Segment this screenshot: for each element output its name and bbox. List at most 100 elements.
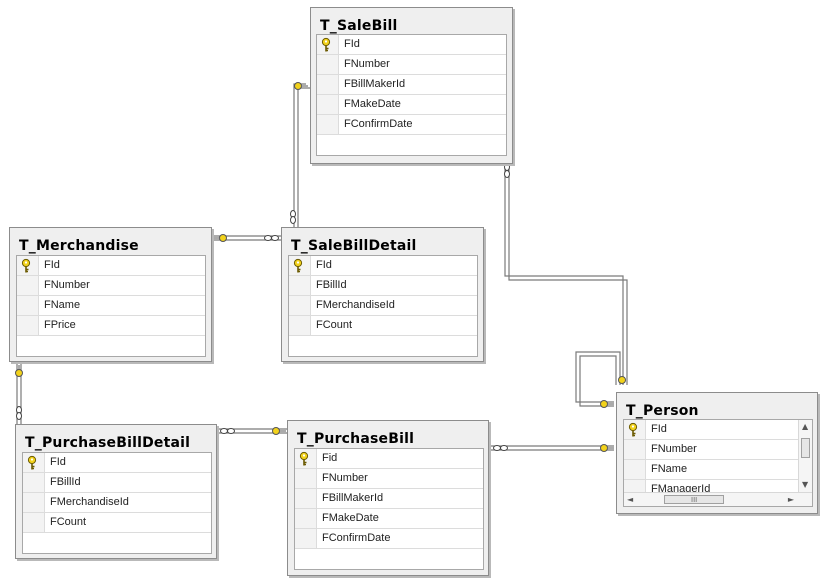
table-title: T_PurchaseBill bbox=[297, 431, 415, 447]
column-name: FMerchandiseId bbox=[50, 496, 129, 508]
row-selector[interactable] bbox=[289, 276, 311, 295]
empty-row bbox=[317, 135, 506, 155]
rel-salebill-person bbox=[504, 163, 624, 385]
row-selector[interactable] bbox=[624, 440, 646, 459]
column-name: FId bbox=[50, 456, 66, 468]
primary-key-icon bbox=[293, 258, 303, 273]
row-selector[interactable] bbox=[23, 493, 45, 512]
column-row[interactable]: FId bbox=[23, 453, 211, 473]
column-name: FCount bbox=[316, 319, 353, 331]
one-end-key-icon bbox=[600, 400, 614, 408]
column-row[interactable]: FMakeDate bbox=[317, 95, 506, 115]
column-row[interactable]: FConfirmDate bbox=[317, 115, 506, 135]
column-name: FMakeDate bbox=[344, 98, 401, 110]
row-selector[interactable] bbox=[17, 256, 39, 275]
one-end-key-icon bbox=[213, 234, 227, 242]
row-selector[interactable] bbox=[317, 95, 339, 114]
many-end-marker bbox=[16, 406, 22, 420]
row-selector[interactable] bbox=[624, 460, 646, 479]
column-row[interactable]: FBillId bbox=[23, 473, 211, 493]
empty-row bbox=[17, 336, 205, 356]
row-selector[interactable] bbox=[295, 529, 317, 548]
row-selector[interactable] bbox=[295, 509, 317, 528]
column-row[interactable]: FId bbox=[289, 256, 477, 276]
row-selector[interactable] bbox=[295, 489, 317, 508]
vertical-scrollbar[interactable]: ▲▼ bbox=[798, 420, 812, 492]
row-selector[interactable] bbox=[317, 55, 339, 74]
many-end-marker bbox=[504, 163, 510, 178]
column-row[interactable]: FId bbox=[317, 35, 506, 55]
column-row[interactable]: FNumber bbox=[624, 440, 798, 460]
row-selector bbox=[295, 549, 317, 568]
column-row[interactable]: FId bbox=[624, 420, 798, 440]
row-selector[interactable] bbox=[295, 449, 317, 468]
column-name: FId bbox=[344, 38, 360, 50]
column-row[interactable]: FBillMakerId bbox=[295, 489, 483, 509]
row-selector[interactable] bbox=[289, 256, 311, 275]
empty-row bbox=[289, 336, 477, 356]
column-name: FNumber bbox=[44, 279, 90, 291]
column-name: FMakeDate bbox=[322, 512, 379, 524]
column-name: FName bbox=[44, 299, 81, 311]
column-row[interactable]: FNumber bbox=[317, 55, 506, 75]
row-selector[interactable] bbox=[23, 513, 45, 532]
column-row[interactable]: FNumber bbox=[17, 276, 205, 296]
row-selector[interactable] bbox=[317, 35, 339, 54]
scroll-thumb-horizontal[interactable]: III bbox=[664, 495, 724, 504]
column-row[interactable]: FName bbox=[624, 460, 798, 480]
column-row[interactable]: FCount bbox=[289, 316, 477, 336]
row-selector[interactable] bbox=[317, 75, 339, 94]
scroll-up-icon[interactable]: ▲ bbox=[802, 422, 809, 431]
column-name: FNumber bbox=[344, 58, 390, 70]
scroll-down-icon[interactable]: ▼ bbox=[802, 480, 809, 489]
row-selector[interactable] bbox=[17, 276, 39, 295]
column-row[interactable]: FPrice bbox=[17, 316, 205, 336]
horizontal-scrollbar[interactable]: ◄ III ► bbox=[624, 492, 812, 506]
row-selector[interactable] bbox=[317, 115, 339, 134]
table-title: T_SaleBillDetail bbox=[291, 238, 417, 254]
empty-row bbox=[23, 533, 211, 553]
primary-key-icon bbox=[299, 451, 309, 466]
column-row[interactable]: FConfirmDate bbox=[295, 529, 483, 549]
scroll-left-icon[interactable]: ◄ bbox=[627, 495, 634, 504]
row-selector[interactable] bbox=[17, 316, 39, 335]
row-selector[interactable] bbox=[624, 420, 646, 439]
column-row[interactable]: FMakeDate bbox=[295, 509, 483, 529]
column-row[interactable]: FBillId bbox=[289, 276, 477, 296]
column-row[interactable]: FMerchandiseId bbox=[23, 493, 211, 513]
row-selector[interactable] bbox=[289, 316, 311, 335]
column-row[interactable]: FCount bbox=[23, 513, 211, 533]
column-row[interactable]: FMerchandiseId bbox=[289, 296, 477, 316]
column-row[interactable]: FNumber bbox=[295, 469, 483, 489]
row-selector[interactable] bbox=[23, 473, 45, 492]
row-selector[interactable] bbox=[295, 469, 317, 488]
scroll-thumb[interactable] bbox=[801, 438, 810, 458]
column-row[interactable]: FId bbox=[17, 256, 205, 276]
column-row[interactable]: FName bbox=[17, 296, 205, 316]
column-row[interactable]: FBillMakerId bbox=[317, 75, 506, 95]
one-end-key-icon bbox=[272, 427, 286, 435]
row-selector[interactable] bbox=[17, 296, 39, 315]
row-selector[interactable] bbox=[289, 296, 311, 315]
column-name: FConfirmDate bbox=[344, 118, 413, 130]
scroll-right-icon[interactable]: ► bbox=[787, 495, 794, 504]
row-selector bbox=[23, 533, 45, 552]
many-end-marker bbox=[220, 428, 235, 434]
row-selector[interactable] bbox=[23, 453, 45, 472]
column-row[interactable]: Fid bbox=[295, 449, 483, 469]
row-selector bbox=[317, 135, 339, 154]
rel-salebill-salebilldetail bbox=[293, 83, 306, 233]
primary-key-icon bbox=[628, 422, 638, 437]
